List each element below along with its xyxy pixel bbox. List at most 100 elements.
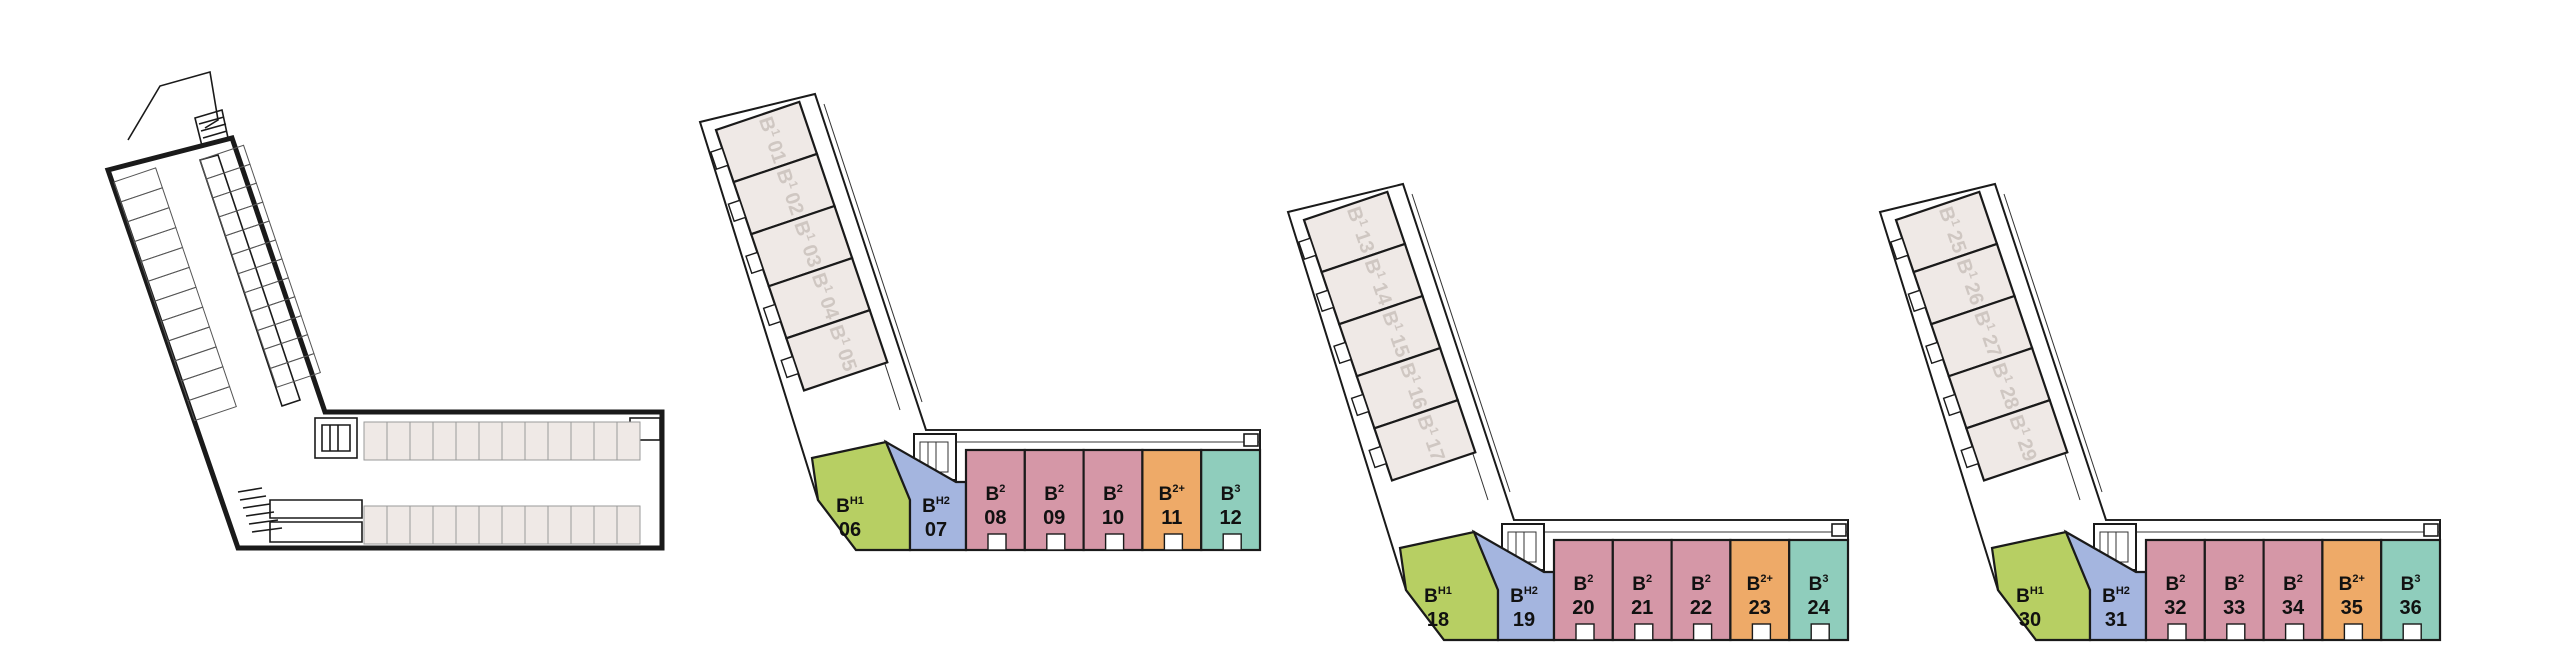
parking-level-plan	[104, 70, 665, 551]
balcony	[2226, 623, 2246, 641]
parking-bay-diagonal	[126, 207, 177, 243]
unit-type-21: B2	[1632, 573, 1652, 595]
parking-bay	[363, 421, 388, 461]
unit-label-13: B113	[1342, 203, 1380, 256]
parking-bay-diagonal	[187, 386, 237, 422]
balcony	[1046, 533, 1066, 551]
unit-number-30: 30	[2019, 609, 2041, 631]
parking-bay-diagonal	[113, 167, 164, 203]
unit-number-08: 08	[984, 507, 1006, 529]
balcony	[1297, 237, 1317, 261]
parking-bay-diagonal	[180, 366, 231, 402]
unit-24[interactable]	[1788, 538, 1850, 642]
balcony	[1942, 393, 1962, 417]
parking-bay	[478, 421, 503, 461]
balcony	[1368, 445, 1388, 469]
parking-bay-diagonal	[173, 346, 224, 382]
unit-type-34: B2	[2283, 573, 2303, 595]
unit-type-19: BH2	[1510, 585, 1538, 607]
unit-number-32: 32	[2164, 597, 2186, 619]
parking-bay	[501, 421, 526, 461]
parking-core	[314, 417, 358, 459]
parking-bay	[501, 505, 526, 545]
parking-bay	[455, 505, 480, 545]
balcony	[1751, 623, 1772, 641]
parking-bay	[386, 421, 411, 461]
parking-bay	[547, 421, 572, 461]
parking-bay	[570, 421, 595, 461]
unit-type-06: BH1	[836, 495, 864, 517]
parking-bay	[455, 421, 480, 461]
unit-label-05: B105	[824, 322, 862, 375]
unit-type-22: B2	[1691, 573, 1711, 595]
unit-number-22: 22	[1690, 597, 1712, 619]
unit-type-31: BH2	[2102, 585, 2130, 607]
unit-type-09: B2	[1044, 483, 1064, 505]
unit-number-11: 11	[1161, 507, 1182, 529]
parking-bay	[547, 505, 572, 545]
unit-number-31: 31	[2105, 609, 2127, 631]
parking-bay	[570, 505, 595, 545]
balcony	[762, 303, 782, 327]
balcony	[709, 147, 729, 171]
parking-bays	[363, 421, 641, 545]
unit-number-10: 10	[1102, 507, 1124, 529]
balcony	[1575, 623, 1595, 641]
parking-bay	[478, 505, 503, 545]
unit-number-09: 09	[1043, 507, 1065, 529]
unit-type-30: BH1	[2016, 585, 2044, 607]
balcony	[1889, 237, 1909, 261]
parking-inner-island	[198, 154, 302, 408]
unit-number-35: 35	[2341, 597, 2363, 619]
balcony	[1333, 341, 1353, 365]
unit-type-18: BH1	[1424, 585, 1452, 607]
parking-bay	[432, 421, 457, 461]
parking-diagonal-bays	[113, 144, 321, 422]
unit-number-23: 23	[1749, 597, 1771, 619]
balcony	[1315, 289, 1335, 313]
parking-bay-diagonal	[133, 226, 184, 263]
floor-1-plan: B101B102B103B104B105BH106BH207B208B209B2…	[698, 92, 1262, 552]
balcony	[1163, 533, 1184, 551]
floor-2-plan: B113B114B115B116B117BH118BH219B220B221B2…	[1286, 182, 1850, 642]
balcony	[1222, 533, 1242, 551]
balcony	[1634, 623, 1654, 641]
parking-bay-diagonal	[140, 246, 190, 283]
balcony	[1692, 623, 1713, 641]
parking-bay	[593, 421, 618, 461]
balcony	[2167, 623, 2187, 641]
parking-bay-diagonal	[153, 286, 204, 322]
unit-type-11: B2+	[1159, 483, 1185, 505]
unit-type-07: BH2	[922, 495, 950, 517]
unit-type-10: B2	[1103, 483, 1123, 505]
unit-number-36: 36	[2399, 597, 2421, 619]
unit-type-24: B3	[1809, 573, 1829, 595]
parking-ramp-lines	[237, 487, 283, 533]
balcony	[1925, 341, 1945, 365]
balcony	[1350, 393, 1370, 417]
unit-number-18: 18	[1427, 609, 1449, 631]
unit-type-08: B2	[985, 483, 1005, 505]
parking-bay-diagonal	[269, 352, 321, 388]
parking-bay	[386, 505, 411, 545]
unit-number-34: 34	[2282, 597, 2305, 619]
unit-number-24: 24	[1807, 597, 1830, 619]
unit-type-32: B2	[2165, 573, 2185, 595]
unit-number-06: 06	[839, 519, 861, 541]
balcony	[2402, 623, 2422, 641]
parking-bay	[409, 505, 434, 545]
floor-3-plan: B125B126B127B128B129BH130BH231B232B233B2…	[1878, 182, 2442, 642]
unit-type-23: B2+	[1747, 573, 1773, 595]
unit-number-07: 07	[925, 519, 947, 541]
unit-type-20: B2	[1573, 573, 1593, 595]
balcony	[727, 199, 747, 223]
parking-bay	[524, 421, 549, 461]
balcony	[1907, 289, 1927, 313]
balcony	[1960, 445, 1980, 469]
unit-number-12: 12	[1219, 507, 1241, 529]
parking-bay	[616, 421, 641, 461]
balcony	[745, 251, 765, 275]
parking-bay-diagonal	[120, 187, 170, 223]
unit-type-35: B2+	[2339, 573, 2365, 595]
